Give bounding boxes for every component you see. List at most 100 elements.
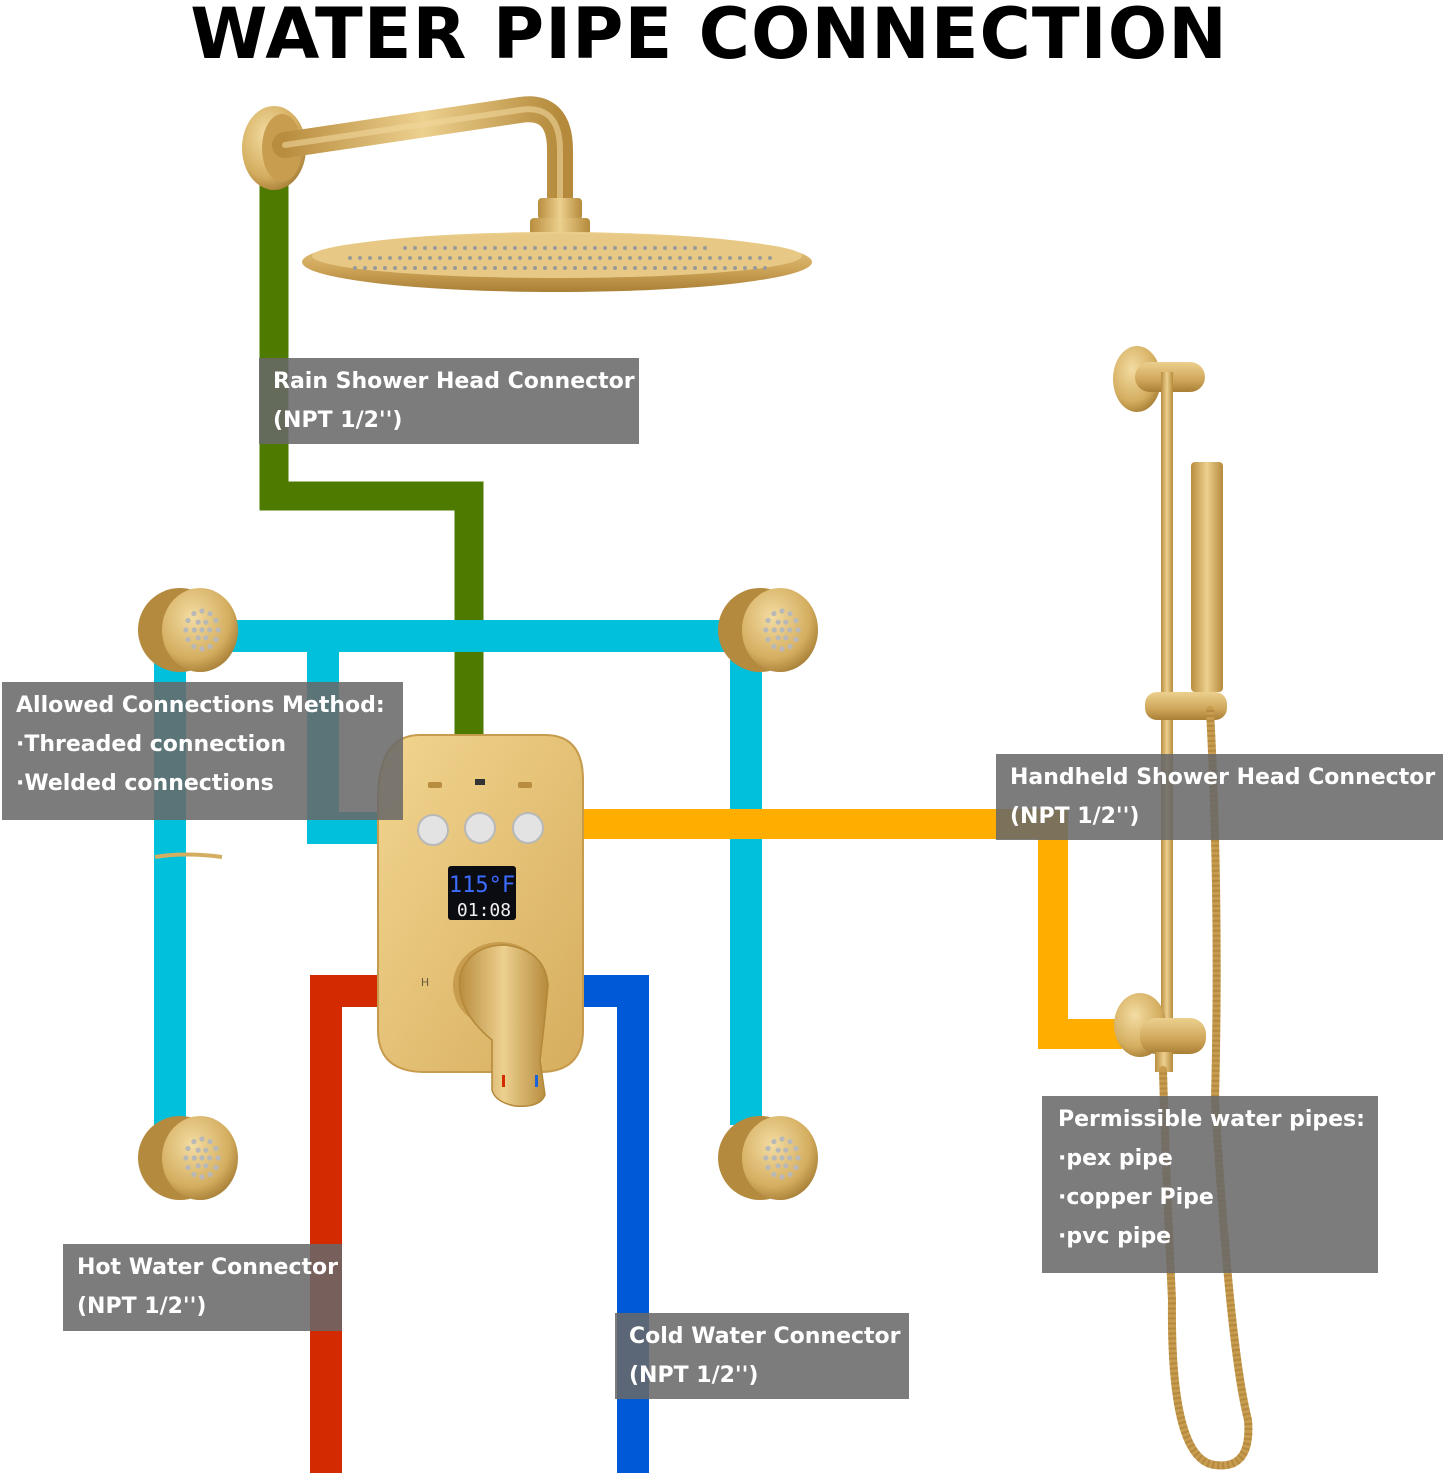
rain-nozzle <box>593 246 597 250</box>
rain-nozzle <box>423 266 427 270</box>
jet-nozzle <box>185 636 191 643</box>
rain-nozzle <box>388 256 392 260</box>
jet-nozzle <box>779 1174 785 1180</box>
rain-pipe <box>259 185 484 740</box>
rain-shower-head <box>242 96 812 292</box>
jet-nozzle <box>199 646 205 652</box>
rain-nozzle <box>733 266 737 270</box>
hot-mark: H <box>421 976 429 989</box>
rain-nozzle <box>533 246 537 250</box>
permissible-pipe-item: pex pipe <box>1058 1139 1364 1178</box>
rain-nozzle <box>653 266 657 270</box>
rain-nozzle <box>528 256 532 260</box>
rain-nozzle <box>478 256 482 260</box>
jet-nozzle <box>779 1136 785 1142</box>
jet-nozzle <box>203 635 209 641</box>
rain-nozzle <box>708 256 712 260</box>
jet-nozzle <box>771 1171 777 1178</box>
jet-nozzle <box>215 627 221 633</box>
allowed-connection-item: Threaded connection <box>16 725 389 764</box>
allowed-connection-item: Welded connections <box>16 764 389 803</box>
rain-nozzle <box>743 266 747 270</box>
handheld-connector-label: Handheld Shower Head Connector (NPT 1/2'… <box>996 754 1443 840</box>
rain-nozzle <box>548 256 552 260</box>
rain-nozzle <box>608 256 612 260</box>
rain-nozzle <box>403 266 407 270</box>
rain-nozzle <box>503 246 507 250</box>
jet-nozzle <box>191 610 197 617</box>
jet-nozzle <box>199 1136 205 1142</box>
rain-nozzle <box>473 266 477 270</box>
rain-nozzle <box>643 246 647 250</box>
digital-display <box>448 866 516 920</box>
rain-nozzle <box>648 256 652 260</box>
rain-nozzle <box>728 256 732 260</box>
jet-nozzle <box>783 1163 789 1169</box>
cold-connector-label: Cold Water Connector (NPT 1/2'') <box>615 1313 909 1399</box>
jet-nozzle <box>763 627 769 633</box>
permissible-pipe-item: pvc pipe <box>1058 1217 1364 1256</box>
rain-nozzle <box>513 266 517 270</box>
jet-nozzle <box>775 635 781 641</box>
jet-nozzle <box>787 610 793 617</box>
jet-nozzle <box>793 617 799 624</box>
rain-nozzle <box>623 246 627 250</box>
rain-nozzle <box>498 256 502 260</box>
rain-nozzle <box>718 256 722 260</box>
rain-nozzle <box>398 256 402 260</box>
rain-nozzle <box>428 256 432 260</box>
function-button-1 <box>417 814 449 846</box>
jet-nozzle <box>763 1155 769 1161</box>
rain-nozzle <box>473 246 477 250</box>
jet-nozzle <box>783 1147 789 1153</box>
rain-nozzle <box>558 256 562 260</box>
rain-nozzle <box>598 256 602 260</box>
jet-nozzle <box>771 1138 777 1145</box>
rain-nozzle <box>688 256 692 260</box>
rain-nozzle <box>523 266 527 270</box>
jet-nozzle <box>207 1155 213 1161</box>
rain-nozzle <box>443 246 447 250</box>
rain-nozzle <box>673 266 677 270</box>
rain-nozzle <box>623 266 627 270</box>
jet-nozzle <box>183 1155 189 1161</box>
handheld-connector-title: Handheld Shower Head Connector <box>1010 765 1436 790</box>
rain-nozzle <box>438 256 442 260</box>
jet-nozzle <box>185 617 191 624</box>
rain-nozzle <box>403 246 407 250</box>
rain-nozzle <box>703 266 707 270</box>
jet-nozzle <box>793 636 799 643</box>
rain-nozzle <box>593 266 597 270</box>
rain-nozzle <box>583 246 587 250</box>
permissible-pipe-item: copper Pipe <box>1058 1178 1364 1217</box>
rain-nozzle <box>703 246 707 250</box>
rain-nozzle <box>543 246 547 250</box>
jet-nozzle <box>771 1155 777 1161</box>
rain-nozzle <box>698 256 702 260</box>
rain-nozzle <box>468 256 472 260</box>
jet-nozzle <box>185 1164 191 1171</box>
jet-nozzle <box>787 643 793 650</box>
hot-connector-title: Hot Water Connector <box>77 1255 339 1280</box>
jet-nozzle <box>775 1163 781 1169</box>
rain-nozzle <box>353 266 357 270</box>
jet-nozzle <box>199 1174 205 1180</box>
jet-nozzle <box>199 627 205 633</box>
rain-nozzle-grid <box>348 246 772 270</box>
rain-connector-label: Rain Shower Head Connector (NPT 1/2'') <box>259 358 639 444</box>
jet-nozzle <box>771 627 777 633</box>
jet-nozzle <box>783 635 789 641</box>
rain-nozzle <box>418 256 422 260</box>
function-button-2 <box>464 812 496 844</box>
jet-nozzle <box>199 1155 205 1161</box>
rain-nozzle <box>638 256 642 260</box>
rain-nozzle <box>563 246 567 250</box>
rain-nozzle <box>668 256 672 260</box>
allowed-connections-label: Allowed Connections Method: Threaded con… <box>2 682 403 820</box>
rain-nozzle <box>553 266 557 270</box>
rain-connector-spec: (NPT 1/2'') <box>273 408 403 433</box>
rain-nozzle <box>368 256 372 260</box>
page-title: WATER PIPE CONNECTION <box>190 0 1228 75</box>
jet-nozzle <box>199 608 205 614</box>
jet-nozzle <box>793 1145 799 1152</box>
